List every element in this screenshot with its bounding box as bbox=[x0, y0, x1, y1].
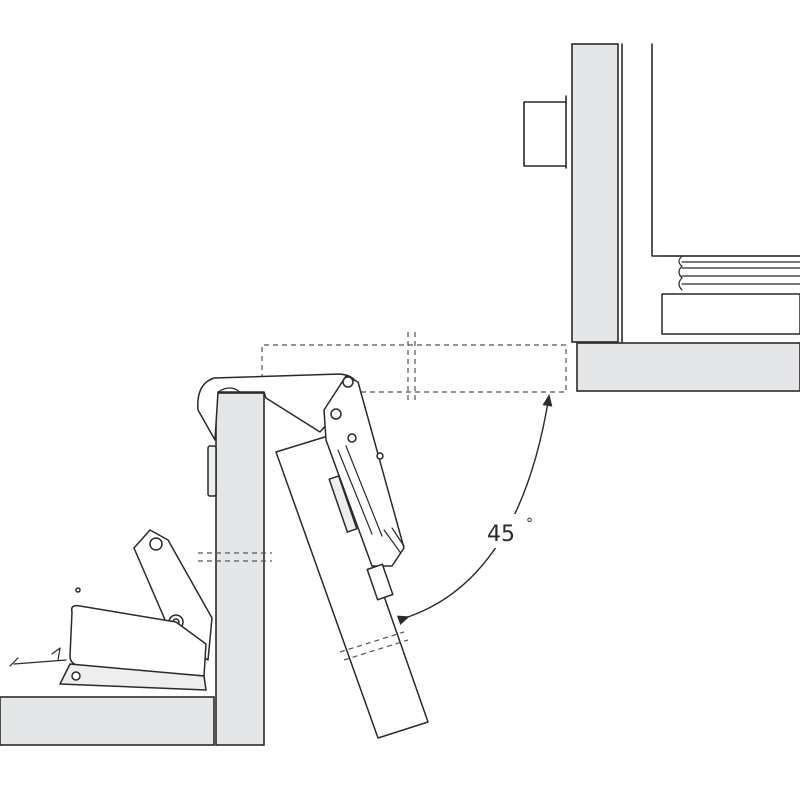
upper-door-closed bbox=[576, 342, 800, 392]
lower-hinge-body bbox=[69, 604, 207, 677]
upper-side-panel bbox=[571, 43, 619, 343]
drawer-hinge-detail bbox=[9, 529, 213, 691]
lower-hinge-screw bbox=[71, 671, 81, 681]
hinge-link-lines bbox=[337, 445, 383, 537]
upper-rail-lines bbox=[661, 255, 800, 285]
upper-rail-break bbox=[678, 255, 683, 291]
upper-drawer-front bbox=[661, 293, 800, 335]
hinge-cup-slot bbox=[328, 475, 358, 533]
closed-door-dashed bbox=[261, 344, 567, 393]
lower-cabinet bbox=[0, 392, 272, 746]
closed-position-reference bbox=[261, 332, 567, 402]
lower-bottom-panel bbox=[0, 696, 215, 746]
hinge-screw-1 bbox=[376, 452, 384, 460]
angle-arc bbox=[396, 394, 553, 626]
door-panel bbox=[275, 435, 429, 739]
hinge-pivot-1 bbox=[342, 376, 354, 388]
hinge-arm bbox=[197, 373, 358, 497]
lower-hinge-base bbox=[59, 663, 207, 691]
hinge-base-plate bbox=[207, 445, 217, 497]
lower-hinge-dot bbox=[75, 587, 81, 593]
angle-label-bg bbox=[484, 514, 542, 548]
upper-cabinet bbox=[523, 43, 800, 392]
upper-inner-outline bbox=[651, 43, 800, 257]
angle-degree-symbol: ° bbox=[526, 516, 533, 532]
lower-hinge-lever bbox=[9, 657, 67, 667]
door-break-dash-2 bbox=[343, 639, 409, 661]
hinge-pivot-3 bbox=[347, 433, 357, 443]
hinge-cup bbox=[366, 563, 394, 601]
angle-indicator: 45 ° bbox=[396, 394, 553, 626]
hinge-arm-curve bbox=[217, 387, 241, 393]
lower-hinge-pivot-1 bbox=[149, 537, 163, 551]
hinge-pivot-2 bbox=[330, 408, 342, 420]
lower-hinge-tab bbox=[51, 647, 61, 661]
door-break-dash-1 bbox=[339, 631, 405, 653]
angle-label: 45 bbox=[487, 522, 515, 547]
lower-side-panel bbox=[215, 392, 265, 746]
opened-door bbox=[275, 435, 429, 739]
mounting-plate-outline bbox=[523, 101, 567, 167]
